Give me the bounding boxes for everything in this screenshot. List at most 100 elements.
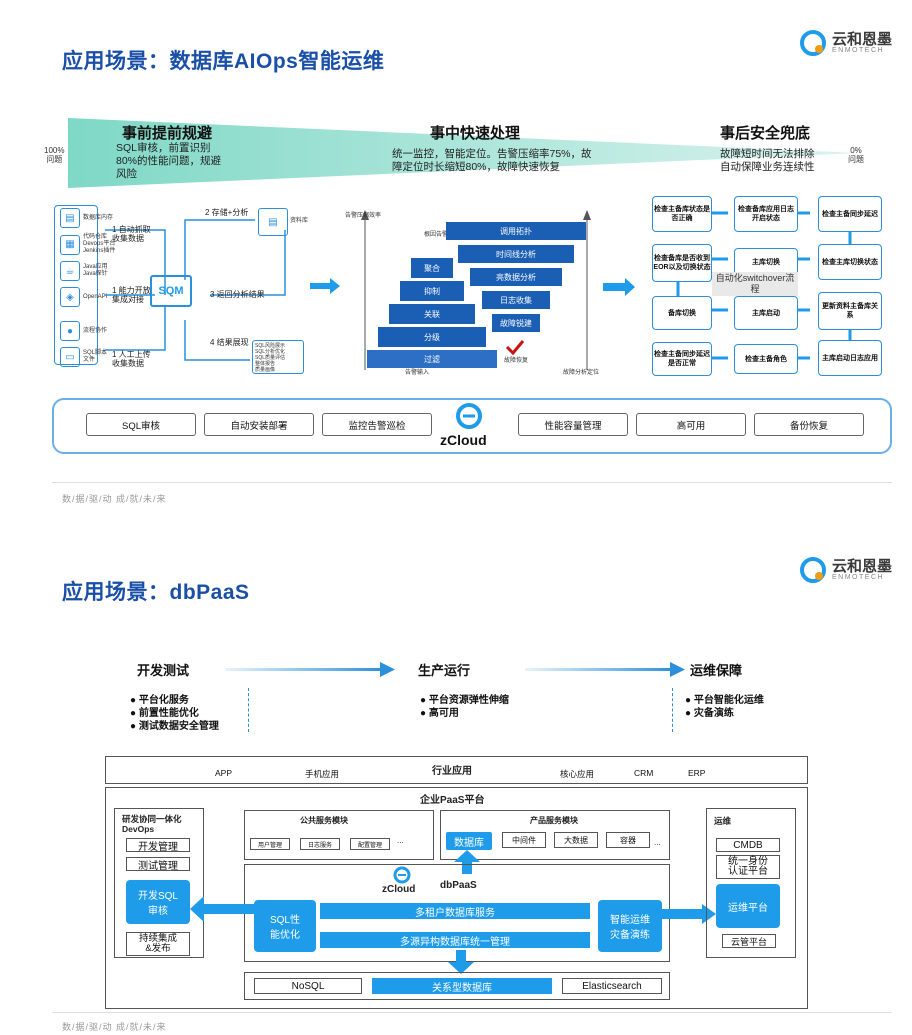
app-item: ERP xyxy=(688,768,706,778)
flow-label-2: 1 能力开放 集成对接 xyxy=(112,286,151,304)
ci-release: 持续集成 &发布 xyxy=(126,932,190,956)
source-label: OpenAPI xyxy=(83,293,108,300)
phase2-desc: 统一监控，智能定位。告警压缩率75%，故 障定位时长缩短80%，故障快速恢复 xyxy=(392,148,592,173)
flow-label-1: 1 自动抓取 收集数据 xyxy=(112,225,151,243)
pct-right: 0% 问题 xyxy=(848,146,864,164)
bullet-text: 灾备演练 xyxy=(693,708,734,719)
result-panel: SQL风险展示 SQL分析优化 SQL质量评估 整体报告 质量画像 xyxy=(252,340,304,374)
repo-icon: ▤ xyxy=(268,216,278,228)
devops-panel xyxy=(114,808,204,958)
switch-step: 检查主库切换状态 xyxy=(818,244,882,280)
funnel-left-row: 关联 xyxy=(389,304,475,324)
switch-step: 更新资料主备库关系 xyxy=(818,292,882,330)
source-label: 数据库内存 xyxy=(83,214,114,221)
logo-name: 云和恩墨 xyxy=(832,30,893,48)
arrow-left-icon xyxy=(190,896,256,922)
source-label: 流程协作 xyxy=(83,327,108,334)
bullet-item: ● 平台智能化运维 xyxy=(685,695,764,706)
file-icon: ▭ xyxy=(60,347,80,367)
zcloud-module: 监控告警巡检 xyxy=(322,413,432,436)
product-service-more: ... xyxy=(654,838,661,847)
footer-slogan: 数/据/驱/动 成/就/未/来 xyxy=(62,1022,167,1032)
checkmark-icon xyxy=(505,340,525,355)
source-item: ▤ 数据库内存 xyxy=(60,208,115,228)
phase-separator xyxy=(672,688,673,732)
divider xyxy=(52,1012,892,1013)
flow-label-4: 2 存储+分析 xyxy=(205,208,249,217)
api-icon: ◈ xyxy=(60,287,80,307)
source-item: ▭ SQL脚本 文件 xyxy=(60,347,115,367)
bullet-item: ● 测试数据安全管理 xyxy=(130,721,219,732)
test-mgmt: 测试管理 xyxy=(126,857,190,872)
slide2-title: 应用场景：dbPaaS xyxy=(62,581,250,604)
source-item: ▦ 代码仓库 Devops平台 Jenkins插件 xyxy=(60,234,115,255)
switch-step: 检查备库应用日志开启状态 xyxy=(734,196,798,232)
slide1-logo: 云和恩墨 ENMOTECH xyxy=(800,30,892,56)
zcloud-logo-icon xyxy=(456,403,482,429)
risk-wedge xyxy=(68,118,858,188)
unified-auth: 统一身份 认证平台 xyxy=(716,855,780,879)
zcloud-module: 性能容量管理 xyxy=(518,413,628,436)
cloud-mgmt: 云管平台 xyxy=(722,934,776,948)
phase1-title: 事前提前规避 xyxy=(122,125,213,142)
smart-ops-dr: 智能运维 灾备演练 xyxy=(598,900,662,952)
funnel-right-row: 故障锐建 xyxy=(492,314,540,332)
zcloud-name: zCloud xyxy=(440,432,487,448)
storage-panel xyxy=(244,972,670,1000)
paas-title: 企业PaaS平台 xyxy=(420,795,485,806)
check-label: 故障恢复 xyxy=(504,358,529,364)
arrow-down-icon xyxy=(448,950,474,974)
divider xyxy=(52,482,892,483)
bullet-item: ● 前置性能优化 xyxy=(130,708,199,719)
flow-label-3: 1 人工上传 收集数据 xyxy=(112,350,151,368)
apps-row xyxy=(105,756,808,784)
switch-step: 主库切换 xyxy=(734,248,798,276)
switch-step: 检查主备库状态是否正确 xyxy=(652,196,712,232)
phase3-desc: 故障短时间无法排除 自动保障业务连续性 xyxy=(720,148,815,173)
app-item: CRM xyxy=(634,768,654,778)
storage-relational: 关系型数据库 xyxy=(372,978,552,994)
zcloud-module: 自动安装部署 xyxy=(204,413,314,436)
bullet-item: ● 平台资源弹性伸缩 xyxy=(420,695,509,706)
public-service-item: 配置管理 xyxy=(350,838,390,850)
funnel-left-row: 过滤 xyxy=(367,350,497,368)
source-item: ☕ Java应用 Java探针 xyxy=(60,261,115,281)
source-group-a xyxy=(54,205,98,365)
bullet-text: 高可用 xyxy=(428,708,459,719)
flow-label-5: 3 返回分析结果 xyxy=(210,290,265,299)
product-services-title: 产品服务模块 xyxy=(530,816,578,825)
multi-source-db-mgmt: 多源异构数据库统一管理 xyxy=(320,932,590,948)
phase2-title: 事中快速处理 xyxy=(430,125,521,142)
slide2-logo: 云和恩墨 ENMOTECH xyxy=(800,557,892,583)
source-item: ● 流程协作 xyxy=(60,321,115,341)
phase-dev-title: 开发测试 xyxy=(137,663,190,678)
source-label: Java应用 Java探针 xyxy=(83,264,108,277)
zcloud-module: 高可用 xyxy=(636,413,746,436)
bullet-text: 平台化服务 xyxy=(138,695,189,706)
bullet-text: 测试数据安全管理 xyxy=(138,721,219,732)
zcloud-logo-icon xyxy=(393,866,411,884)
switch-step: 主库启动 xyxy=(734,296,798,330)
logo-sub: ENMOTECH xyxy=(832,46,885,54)
database-icon: ▤ xyxy=(60,208,80,228)
paas-frame xyxy=(105,787,808,1009)
bullet-text: 平台智能化运维 xyxy=(693,695,764,706)
zcloud-module: 备份恢复 xyxy=(754,413,864,436)
logo-name: 云和恩墨 xyxy=(832,557,893,575)
axis-right-label: 故障分析定位 xyxy=(563,370,600,376)
source-item: ◈ OpenAPI xyxy=(60,287,115,307)
funnel-right-row: 时间线分析 xyxy=(458,245,574,263)
switch-step: 检查主备角色 xyxy=(734,344,798,374)
arrow-right-icon xyxy=(660,904,716,924)
dev-mgmt: 开发管理 xyxy=(126,838,190,853)
dev-sql-review: 开发SQL 审核 xyxy=(126,880,190,924)
repository: ▤ xyxy=(258,208,288,236)
phase-separator xyxy=(248,688,249,732)
bullet-text: 平台资源弹性伸缩 xyxy=(428,695,509,706)
bullet-item: ● 高可用 xyxy=(420,708,459,719)
product-service-item: 容器 xyxy=(606,832,650,848)
phase-ops-title: 运维保障 xyxy=(690,663,743,678)
root-alert-label: 根因告警 xyxy=(424,232,449,238)
arrow-right-icon xyxy=(310,278,340,294)
sqm-connectors xyxy=(105,219,286,361)
